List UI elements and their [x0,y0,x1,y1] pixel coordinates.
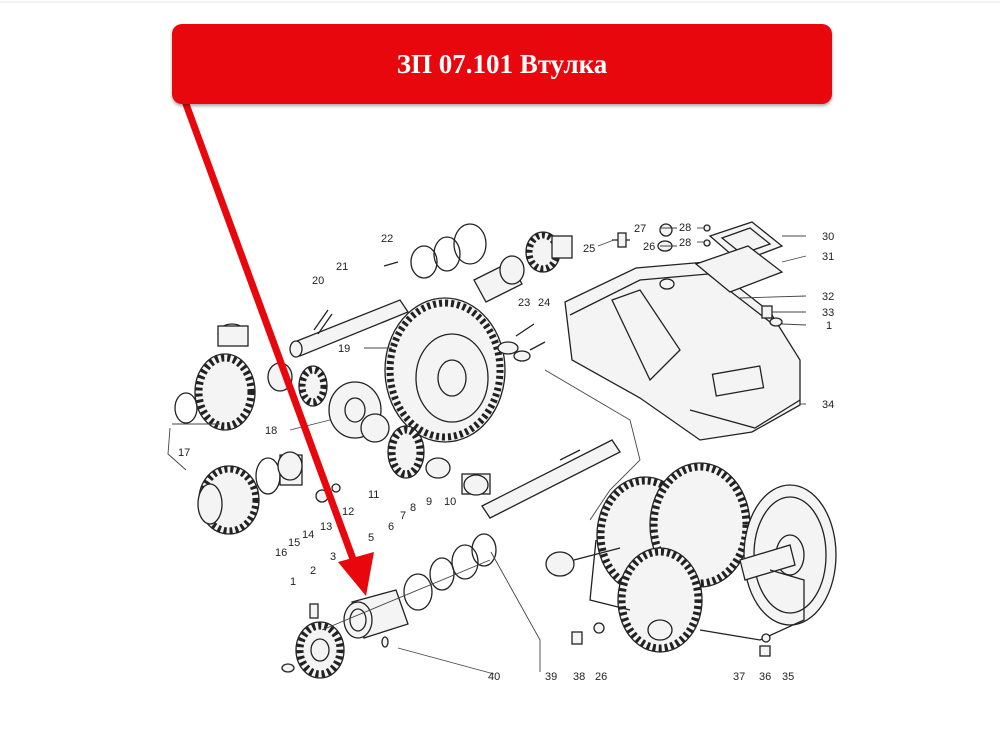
part-label: 19 [338,343,350,355]
part-label: 13 [320,521,332,533]
part-label: 3 [330,551,336,563]
part-label: 7 [400,510,406,522]
part-label: 30 [822,231,834,243]
part-label: 1 [826,320,832,332]
part-label: 2 [310,565,316,577]
part-label: 16 [275,547,287,559]
part-label: 1 [290,576,296,588]
part-label: 11 [368,489,379,501]
pointer-arrow [182,100,374,596]
part-label: 31 [822,251,834,263]
part-label: 26 [643,241,655,253]
part-label: 21 [336,261,348,273]
part-label: 17 [178,447,190,459]
part-label: 10 [444,496,456,508]
part-label: 9 [426,496,432,508]
part-label: 26 [595,671,607,683]
part-labels: 1 2 3 5 6 7 8 9 10 11 12 13 14 15 16 17 … [178,222,834,683]
part-label: 24 [538,297,550,309]
part-label: 38 [573,671,585,683]
part-label: 27 [634,223,646,235]
part-label: 28 [679,237,691,249]
part-label: 32 [822,291,834,303]
part-label: 37 [733,671,745,683]
part-label: 5 [368,532,374,544]
part-label: 23 [518,297,530,309]
part-label: 22 [381,233,393,245]
part-label: 33 [822,307,834,319]
part-label: 14 [302,529,314,541]
part-drawings [174,221,837,679]
part-label: 6 [388,521,394,533]
banner-title: ЗП 07.101 Втулка [396,48,608,79]
part-label: 28 [679,222,691,234]
part-label: 25 [583,243,595,255]
part-label: 40 [488,671,500,683]
leader-lines [167,227,807,675]
part-label: 12 [342,506,354,518]
part-label: 18 [265,425,277,437]
title-banner: ЗП 07.101 Втулка [172,24,832,104]
part-label: 36 [759,671,771,683]
part-label: 8 [410,502,416,514]
part-label: 15 [288,537,300,549]
part-label: 35 [782,671,794,683]
part-label: 20 [312,275,324,287]
part-label: 34 [822,399,834,411]
part-label: 39 [545,671,557,683]
